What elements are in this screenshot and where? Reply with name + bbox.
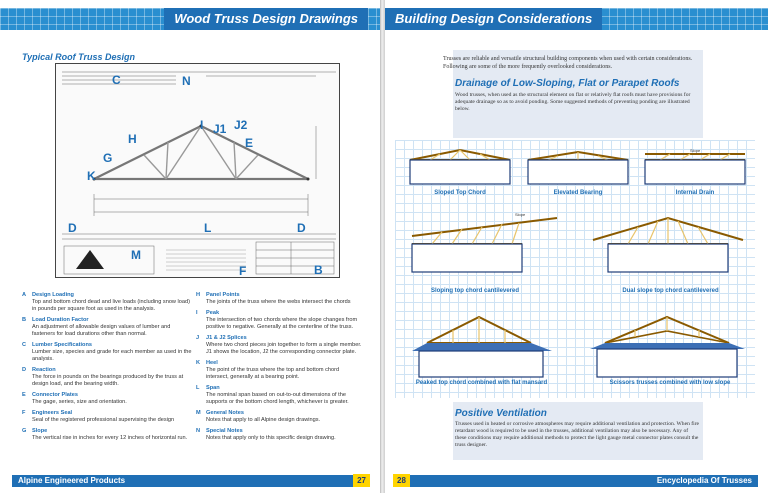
figure-dual-slope-cantilevered — [592, 216, 744, 273]
drainage-title: Drainage of Low-Sloping, Flat or Parapet… — [455, 78, 680, 89]
callout-g: G — [103, 151, 113, 165]
ventilation-panel — [453, 402, 703, 460]
truss-drawing-svg — [62, 71, 336, 275]
intro-text: Trusses are reliable and versatile struc… — [443, 56, 693, 70]
callout-i: I — [200, 118, 204, 132]
truss-design-drawing: C N H I J1 J2 E G K D L D M F B — [55, 63, 340, 278]
caption-sloped-top-chord: Sloped Top Chord — [434, 190, 486, 196]
callout-k: K — [87, 169, 96, 183]
left-footer: Alpine Engineered Products 27 — [12, 474, 370, 487]
book-gutter — [380, 0, 385, 493]
ventilation-title: Positive Ventilation — [455, 408, 547, 419]
callout-d-left: D — [68, 221, 77, 235]
drainage-panel — [453, 50, 703, 138]
drainage-text: Wood trusses, when used as the structura… — [455, 92, 691, 112]
caption-scissors-low-slope: Scissors trusses combined with low slope — [609, 380, 731, 386]
callout-j2: J2 — [234, 118, 248, 132]
page-number-right: 28 — [393, 474, 410, 487]
caption-elevated-bearing: Elevated Bearing — [553, 190, 603, 196]
figure-scissors-low-slope — [590, 315, 745, 378]
label-slope-internal: Slope — [690, 148, 701, 153]
right-header-title: Building Design Considerations — [385, 8, 603, 30]
callout-n: N — [182, 74, 191, 88]
caption-dual-slope-cantilevered: Dual slope top chord cantilevered — [622, 288, 719, 294]
callout-b: B — [314, 263, 323, 277]
page-number-left: 27 — [353, 474, 370, 487]
label-slope-cantilever: Slope — [515, 212, 526, 217]
figure-sloped-top-chord — [409, 148, 511, 185]
callout-f: F — [239, 264, 247, 278]
callout-e: E — [245, 136, 254, 150]
callout-c: C — [112, 73, 121, 87]
ventilation-text: Trusses used in heated or corrosive atmo… — [455, 421, 700, 448]
footer-book-title: Encyclopedia Of Trusses — [656, 476, 752, 485]
callout-l: L — [204, 221, 212, 235]
figure-internal-drain: Slope — [644, 148, 746, 185]
figure-peaked-flat-mansard — [412, 315, 552, 378]
figure-sloping-top-chord-cantilevered: Slope — [411, 212, 558, 273]
caption-internal-drain: Internal Drain — [675, 190, 715, 196]
right-page: Building Design Considerations Trusses a… — [385, 0, 768, 493]
figure-elevated-bearing — [527, 150, 629, 185]
right-footer: 28 Encyclopedia Of Trusses — [393, 474, 758, 487]
callout-m: M — [131, 248, 141, 262]
section-title: Typical Roof Truss Design — [22, 52, 136, 62]
left-header-title: Wood Truss Design Drawings — [164, 8, 368, 30]
callout-h: H — [128, 132, 137, 146]
footer-publisher: Alpine Engineered Products — [18, 476, 126, 485]
left-page: Wood Truss Design Drawings Typical Roof … — [0, 0, 380, 493]
caption-peaked-flat-mansard: Peaked top chord combined with flat mans… — [415, 380, 548, 386]
callout-d-right: D — [297, 221, 306, 235]
callout-j1: J1 — [213, 122, 227, 136]
caption-sloping-top-chord-cantilevered: Sloping top chord cantilevered — [430, 288, 519, 294]
